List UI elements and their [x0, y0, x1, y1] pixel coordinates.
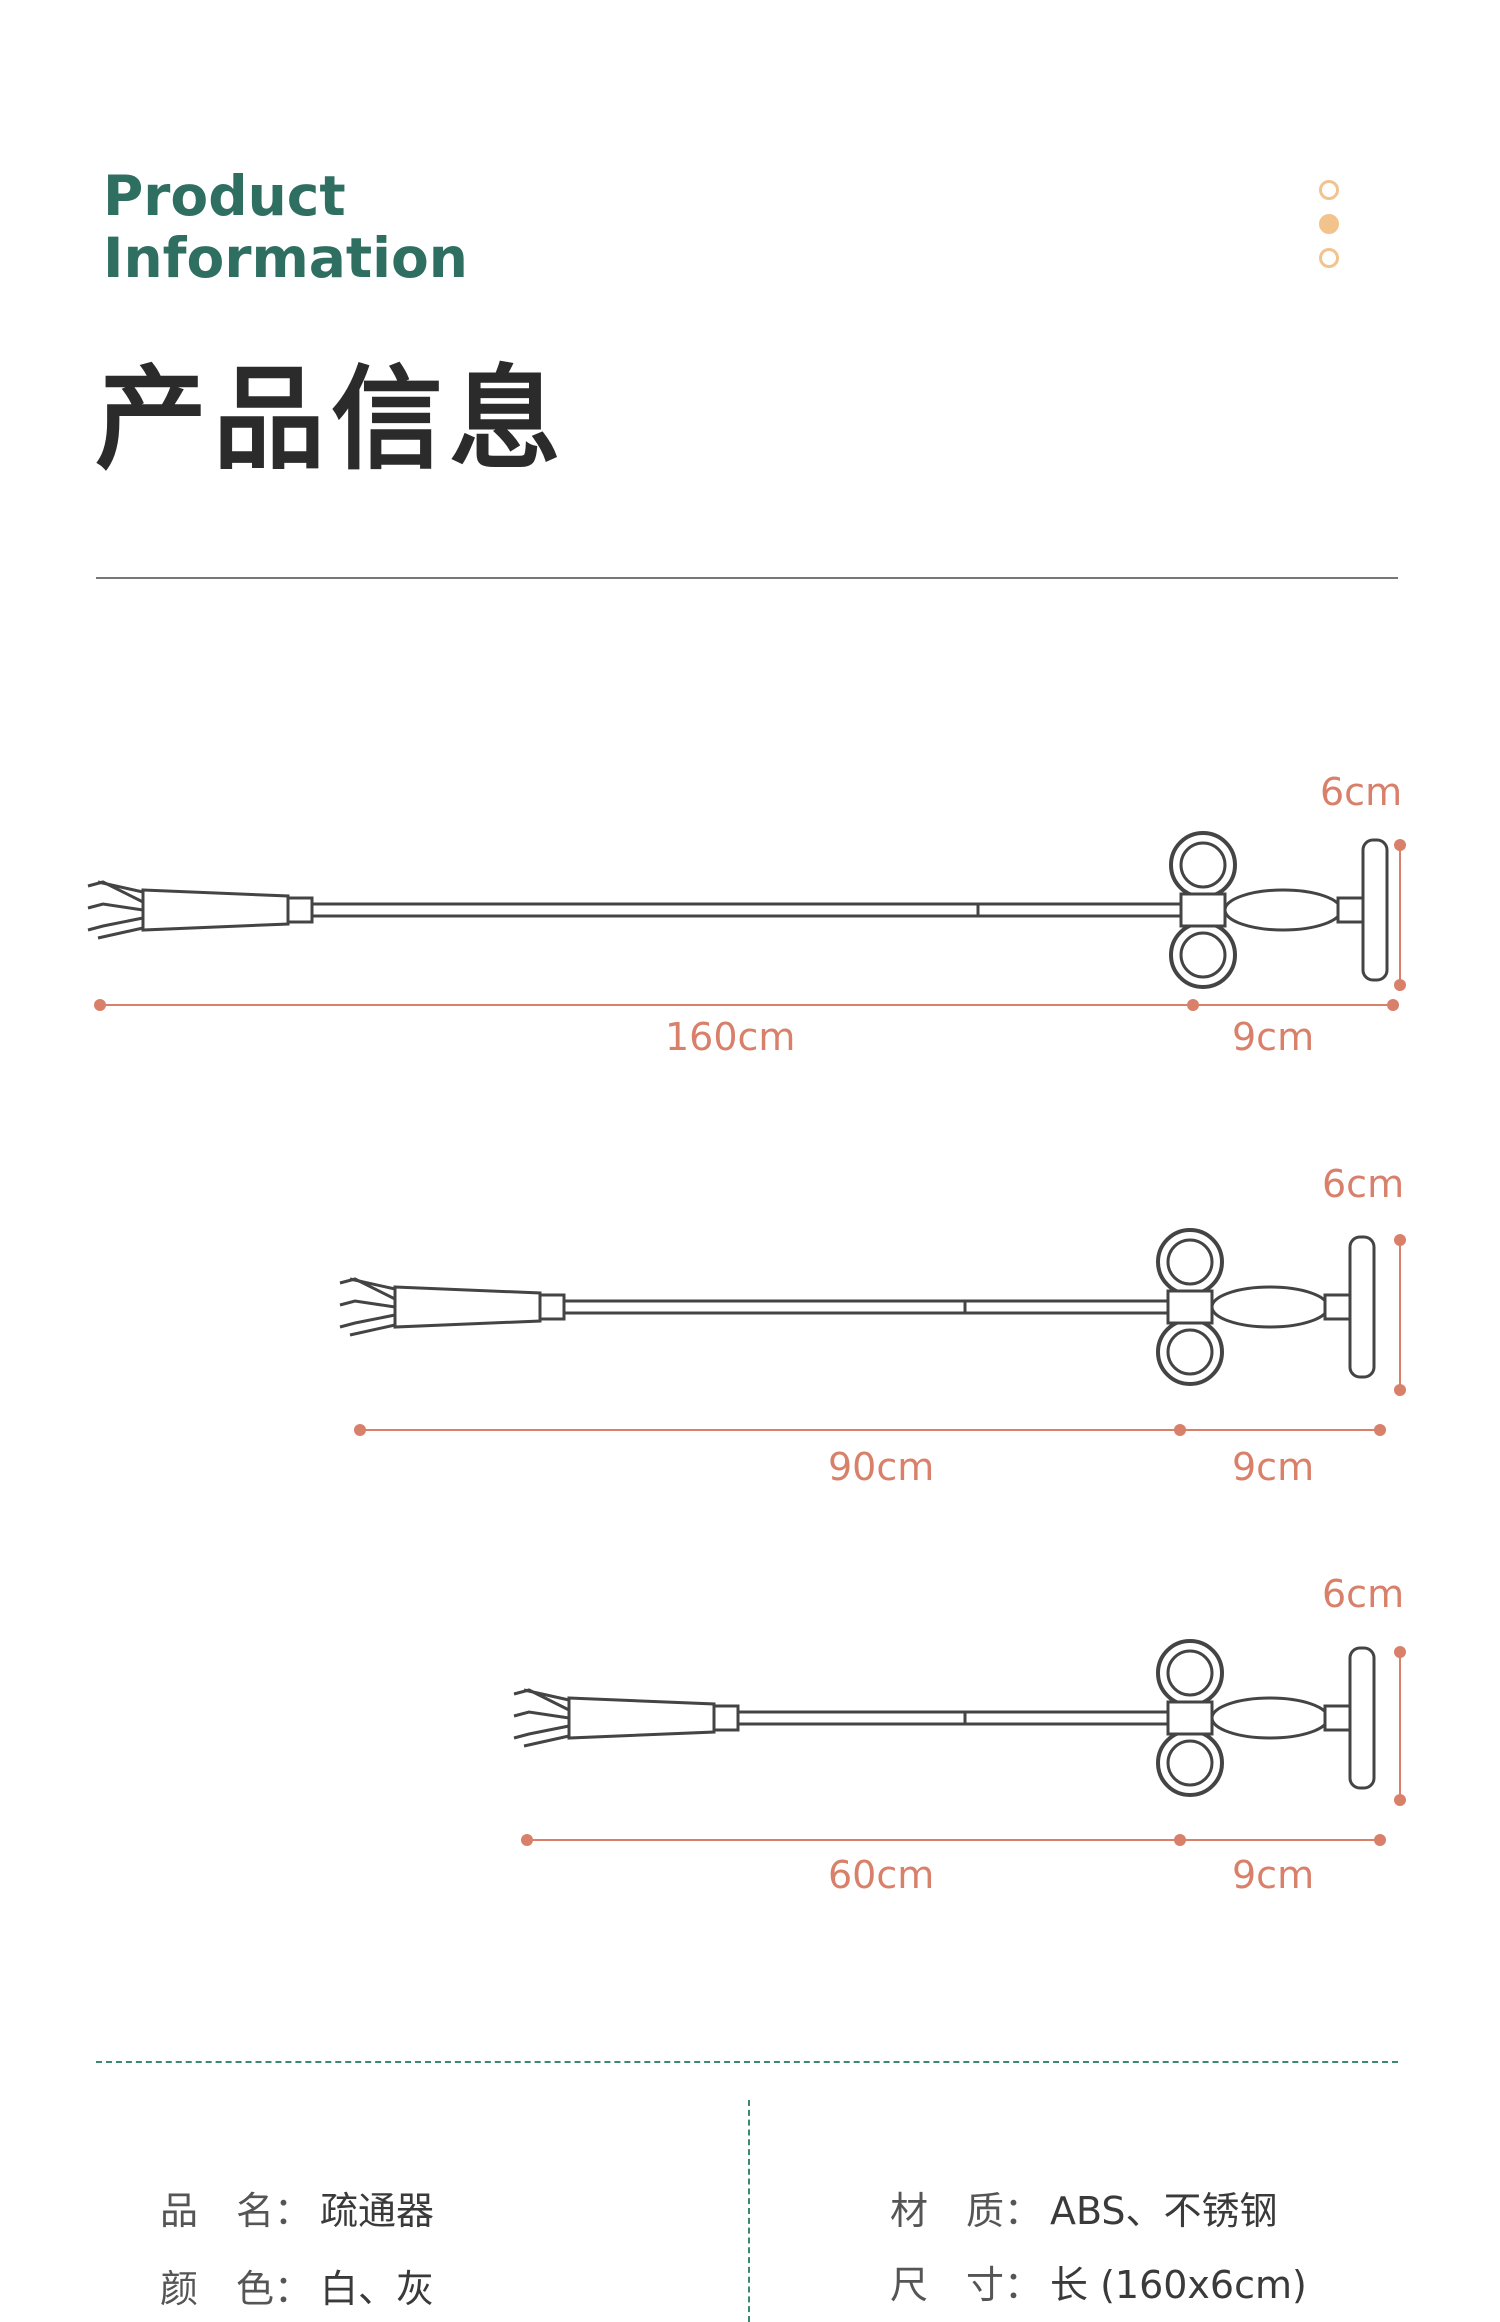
- title-english-line2: Information: [103, 226, 468, 290]
- height-label-2: 6cm: [1322, 1162, 1405, 1206]
- handle-ring-inner-2: [1166, 1328, 1214, 1376]
- title-english: Product Information: [103, 165, 468, 289]
- handle-ring-inner-3: [1166, 1739, 1214, 1787]
- sleeve-collar-1: [286, 896, 314, 924]
- t-grip-1: [1361, 838, 1389, 982]
- claw-outline-2: [349, 1277, 396, 1337]
- dot-icon: [1319, 214, 1339, 234]
- length-label-1: 160cm: [665, 1015, 796, 1059]
- t-grip-3: [1348, 1646, 1376, 1790]
- dim-point-1: [1187, 999, 1199, 1011]
- spec-size-key: 尺 寸：: [890, 2263, 1043, 2307]
- header-divider: [96, 577, 1398, 579]
- claw-outline-1: [97, 880, 144, 940]
- spec-color: 颜 色：白、灰: [160, 2258, 434, 2313]
- dim-point-2: [1394, 1384, 1406, 1396]
- spec-name-key: 品 名：: [160, 2189, 313, 2233]
- handle-bulb-1: [1223, 888, 1343, 932]
- rod-3: [736, 1710, 1187, 1726]
- spec-color-value: 白、灰: [320, 2267, 435, 2311]
- claw-prong-1: [87, 902, 144, 912]
- grip-sleeve-2: [393, 1285, 542, 1329]
- grip-sleeve-1: [141, 888, 290, 932]
- handle-block-1: [1179, 892, 1227, 928]
- length-label-3: 60cm: [828, 1853, 935, 1897]
- handle-label-3: 9cm: [1232, 1853, 1315, 1897]
- dim-point-2: [1394, 1234, 1406, 1246]
- spec-material: 材 质：ABS、不锈钢: [890, 2180, 1278, 2235]
- product-dimension-drawing: [87, 831, 1406, 1846]
- rod-2: [562, 1299, 1187, 1315]
- handle-ring-inner-1: [1179, 841, 1227, 889]
- dim-point-1: [1387, 999, 1399, 1011]
- handle-bulb-2: [1210, 1285, 1330, 1329]
- spec-material-value: ABS、不锈钢: [1050, 2189, 1278, 2233]
- dim-point-3: [1174, 1834, 1186, 1846]
- spec-size-value: 长 (160x6cm): [1050, 2263, 1307, 2307]
- dot-icon: [1319, 180, 1339, 200]
- dim-point-1: [1394, 979, 1406, 991]
- spec-name: 品 名：疏通器: [160, 2180, 434, 2235]
- sleeve-collar-2: [538, 1293, 566, 1321]
- spec-color-key: 颜 色：: [160, 2267, 313, 2311]
- spec-name-value: 疏通器: [320, 2189, 435, 2233]
- claw-prong-2: [339, 1313, 396, 1329]
- height-label-3: 6cm: [1322, 1572, 1405, 1616]
- dim-point-3: [521, 1834, 533, 1846]
- handle-block-2: [1166, 1289, 1214, 1325]
- dim-point-3: [1374, 1834, 1386, 1846]
- claw-prong-2: [339, 1299, 396, 1309]
- grip-sleeve-3: [567, 1696, 716, 1740]
- dim-point-1: [1394, 839, 1406, 851]
- height-label-1: 6cm: [1320, 770, 1403, 814]
- dot-icon: [1319, 248, 1339, 268]
- claw-prong-1: [87, 916, 144, 932]
- spec-size: 尺 寸：长 (160x6cm): [890, 2254, 1307, 2309]
- specs-column-divider: [748, 2100, 750, 2322]
- handle-ring-inner-3: [1166, 1649, 1214, 1697]
- sleeve-collar-3: [712, 1704, 740, 1732]
- dim-point-2: [1374, 1424, 1386, 1436]
- claw-prong-3: [513, 1724, 570, 1740]
- handle-block-3: [1166, 1700, 1214, 1736]
- dim-point-1: [94, 999, 106, 1011]
- handle-ring-inner-2: [1166, 1238, 1214, 1286]
- title-english-line1: Product: [103, 164, 346, 228]
- handle-label-1: 9cm: [1232, 1015, 1315, 1059]
- rod-1: [310, 902, 1200, 918]
- handle-ring-inner-1: [1179, 931, 1227, 979]
- claw-outline-3: [523, 1688, 570, 1748]
- dim-point-2: [354, 1424, 366, 1436]
- t-grip-2: [1348, 1235, 1376, 1379]
- dim-point-2: [1174, 1424, 1186, 1436]
- spec-material-key: 材 质：: [890, 2189, 1043, 2233]
- handle-label-2: 9cm: [1232, 1445, 1315, 1489]
- title-chinese: 产品信息: [95, 355, 567, 485]
- claw-prong-3: [513, 1710, 570, 1720]
- dim-point-3: [1394, 1794, 1406, 1806]
- handle-bulb-3: [1210, 1696, 1330, 1740]
- decorative-dots: [1316, 180, 1342, 282]
- dim-point-3: [1394, 1646, 1406, 1658]
- specs-divider: [96, 2061, 1398, 2063]
- length-label-2: 90cm: [828, 1445, 935, 1489]
